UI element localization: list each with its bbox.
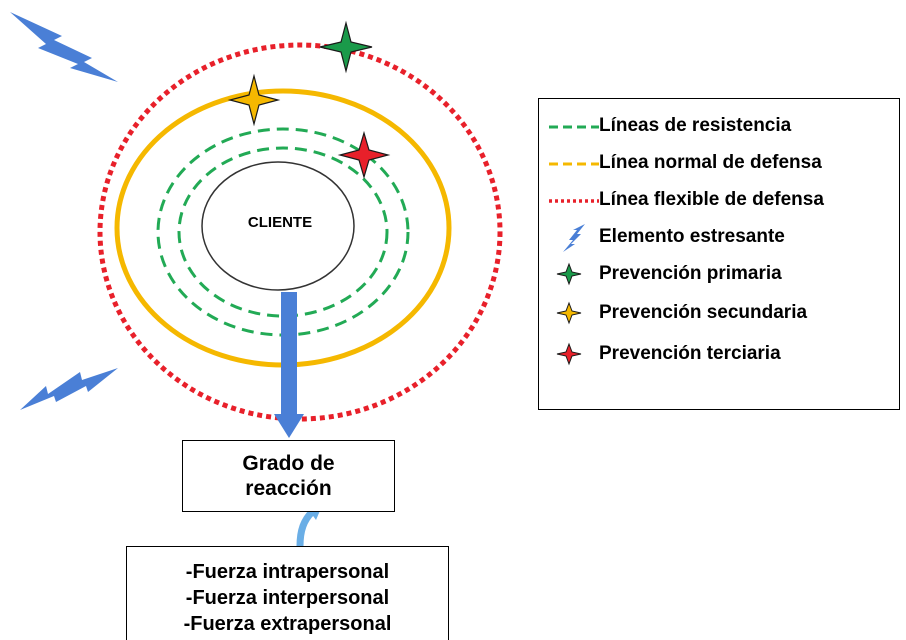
lightning-icon [563, 224, 585, 252]
force-item: -Fuerza interpersonal [185, 587, 390, 609]
legend-label: Prevención terciaria [599, 343, 781, 364]
orange-dashed-line-icon [549, 162, 599, 166]
red-star-icon [556, 342, 582, 366]
force-item: -Fuerza intrapersonal [185, 561, 390, 583]
green-dashed-line-icon [549, 125, 599, 129]
flexible-defense-line [97, 42, 503, 422]
legend-item-flexible-defense: Línea flexible de defensa [539, 185, 899, 215]
legend: Líneas de resistencia Línea normal de de… [538, 98, 900, 410]
legend-item-primary-prevention: Prevención primaria [539, 259, 899, 289]
primary-prevention-star-icon [319, 20, 373, 74]
legend-item-normal-defense: Línea normal de defensa [539, 148, 899, 178]
reaction-degree-box: Grado de reacción [182, 440, 395, 512]
legend-item-secondary-prevention: Prevención secundaria [539, 298, 899, 328]
client-label: CLIENTE [247, 214, 313, 231]
feedback-arrow-icon [296, 509, 315, 547]
forces-box: -Fuerza intrapersonal -Fuerza interperso… [126, 546, 449, 640]
force-item: -Fuerza extrapersonal [183, 613, 392, 635]
legend-label: Línea normal de defensa [599, 152, 822, 173]
reaction-arrow-shaft [281, 292, 297, 416]
resistance-line-inner [177, 146, 389, 318]
secondary-prevention-star-icon [227, 73, 281, 127]
legend-label: Líneas de resistencia [599, 115, 792, 136]
orange-star-icon [556, 301, 582, 325]
legend-label: Línea flexible de defensa [599, 189, 824, 210]
stressor-lightning-icon-bottom [20, 368, 118, 410]
green-star-icon [556, 262, 582, 286]
reaction-arrow-head [274, 414, 304, 438]
legend-label: Prevención secundaria [599, 302, 808, 323]
legend-item-tertiary-prevention: Prevención terciaria [539, 339, 899, 369]
stressor-lightning-icon-top [10, 12, 118, 82]
reaction-degree-line1: Grado de [242, 452, 335, 475]
red-dotted-line-icon [549, 199, 599, 203]
legend-label: Elemento estresante [599, 226, 785, 247]
legend-label: Prevención primaria [599, 263, 782, 284]
reaction-degree-line2: reacción [245, 477, 332, 500]
legend-item-resistance: Líneas de resistencia [539, 111, 899, 141]
client-core [201, 161, 355, 291]
legend-item-stressor: Elemento estresante [539, 222, 899, 252]
tertiary-prevention-star-icon [337, 130, 391, 180]
